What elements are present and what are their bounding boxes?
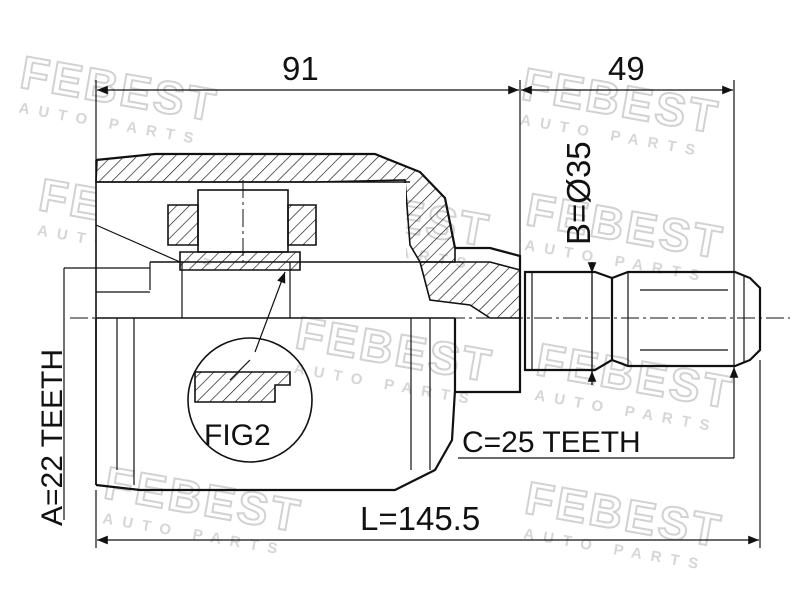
dim-housing-length: 91: [282, 50, 319, 87]
dim-total-length: L=145.5: [360, 500, 480, 537]
label-inner-spline: A=22 TEETH: [36, 349, 69, 526]
dim-stub-diameter: B=Ø35: [560, 141, 597, 245]
joint-housing: [64, 152, 522, 492]
dimension-lines: 91 49 B=Ø35 C=25 TEETH L=145.5 A=22 TEET…: [36, 50, 761, 548]
fig2-label: FIG2: [204, 419, 271, 452]
watermark-layer: FEBEST AUTO PARTS FEBEST AUTO PARTS FEBE…: [16, 45, 739, 575]
dim-stub-length: 49: [608, 50, 645, 87]
fig2-detail: FIG2: [187, 271, 313, 463]
label-outer-spline: C=25 TEETH: [462, 426, 641, 459]
